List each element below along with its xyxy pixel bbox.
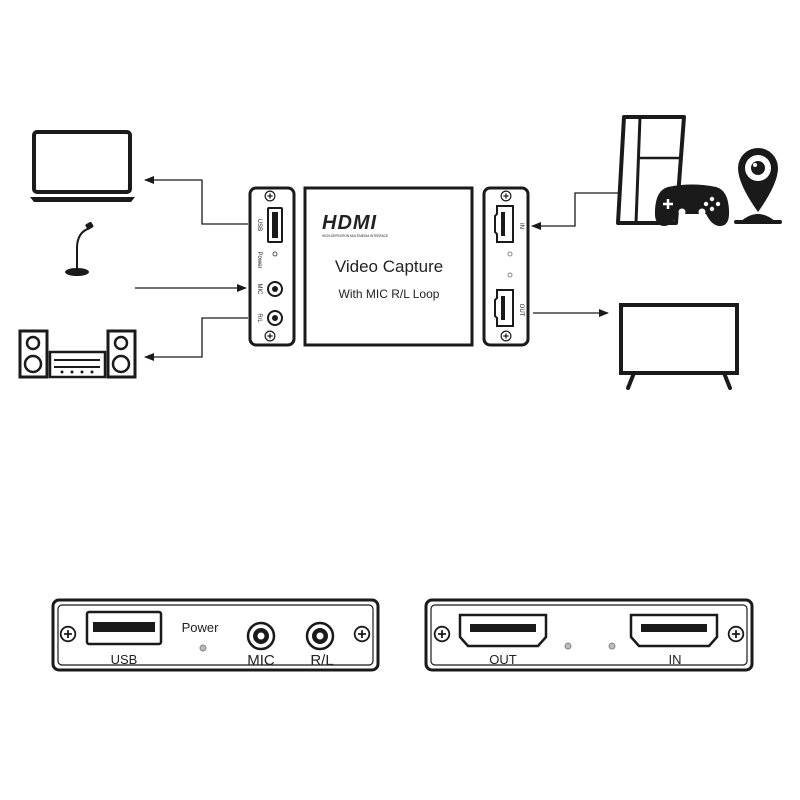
power-led [272, 251, 278, 257]
small-rl-label: R/L [256, 313, 262, 323]
device-left-end-panel: USB Power MIC R/L [248, 186, 296, 347]
device-right-end-panel: IN OUT [482, 186, 530, 347]
power-label: Power [182, 620, 220, 635]
mic-label: MIC [247, 652, 275, 669]
small-power-label: Power [256, 251, 262, 268]
hdmi-logo-tagline: HIGH-DEFINITION MULTIMEDIA INTERFACE [322, 234, 388, 238]
rl-label: R/L [310, 652, 333, 669]
small-usb-label: USB [256, 219, 262, 231]
screw-icon [353, 625, 371, 643]
device-subtitle: With MIC R/L Loop [339, 287, 440, 301]
screw-icon [727, 625, 745, 643]
enlarged-rear-panel: OUT IN [424, 598, 754, 672]
television-icon [619, 303, 739, 390]
indicator-led [507, 251, 513, 257]
webcam-icon [734, 148, 782, 224]
usb-to-laptop-arrow [144, 176, 248, 225]
capture-device-body: HDMI HIGH-DEFINITION MULTIMEDIA INTERFAC… [303, 186, 474, 347]
screw-icon [433, 625, 451, 643]
indicator-led [564, 642, 572, 650]
microphone-icon [65, 221, 94, 276]
screw-icon [264, 330, 276, 342]
screw-icon [59, 625, 77, 643]
usb-label: USB [111, 652, 138, 667]
console-to-hdmi-in-arrow [531, 192, 618, 230]
indicator-led [608, 642, 616, 650]
hdmi-logo: HDMI [322, 212, 377, 234]
small-mic-label: MIC [256, 284, 262, 296]
laptop-icon [30, 130, 135, 202]
small-out-label: OUT [518, 304, 524, 317]
small-in-label: IN [518, 223, 524, 229]
device-title: Video Capture [335, 257, 443, 276]
out-label: OUT [489, 652, 517, 667]
in-label: IN [669, 652, 682, 667]
screw-icon [500, 190, 512, 202]
indicator-led [507, 272, 513, 278]
stereo-speakers-icon [18, 329, 137, 379]
screw-icon [500, 330, 512, 342]
rl-to-speakers-arrow [144, 317, 248, 361]
power-led [199, 644, 207, 652]
gamepad-icon [654, 184, 730, 226]
screw-icon [264, 190, 276, 202]
enlarged-front-panel: USB Power MIC R/L [51, 598, 380, 672]
